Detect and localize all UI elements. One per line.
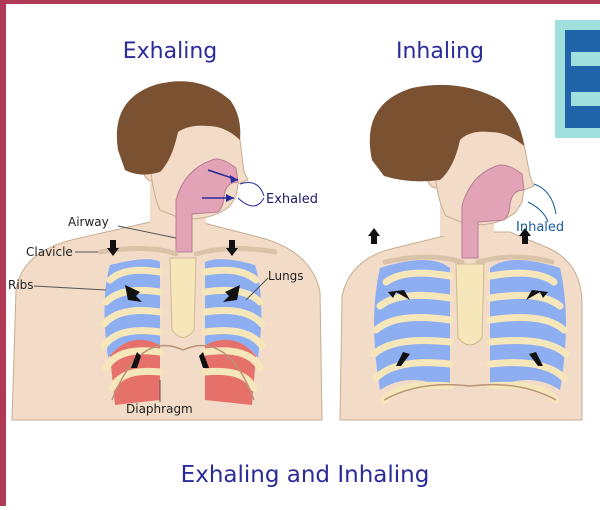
inhaling-figure: [340, 85, 582, 420]
label-clavicle: Clavicle: [26, 245, 73, 259]
inhaling-sternum: [456, 264, 484, 345]
label-airway: Airway: [68, 215, 109, 229]
label-lungs: Lungs: [268, 269, 304, 283]
inhaled-arrows: [528, 184, 556, 222]
label-inhaled: Inhaled: [516, 220, 564, 235]
left-border: [0, 0, 6, 506]
caption: Exhaling and Inhaling: [181, 462, 430, 488]
exhaling-sternum: [170, 258, 196, 338]
info-badge-icon: [555, 20, 600, 138]
label-diaphragm: Diaphragm: [126, 402, 193, 416]
title-exhaling: Exhaling: [123, 39, 217, 64]
label-ribs: Ribs: [8, 278, 34, 292]
top-border: [0, 0, 600, 4]
title-inhaling: Inhaling: [396, 39, 484, 64]
label-exhaled: Exhaled: [266, 192, 318, 207]
